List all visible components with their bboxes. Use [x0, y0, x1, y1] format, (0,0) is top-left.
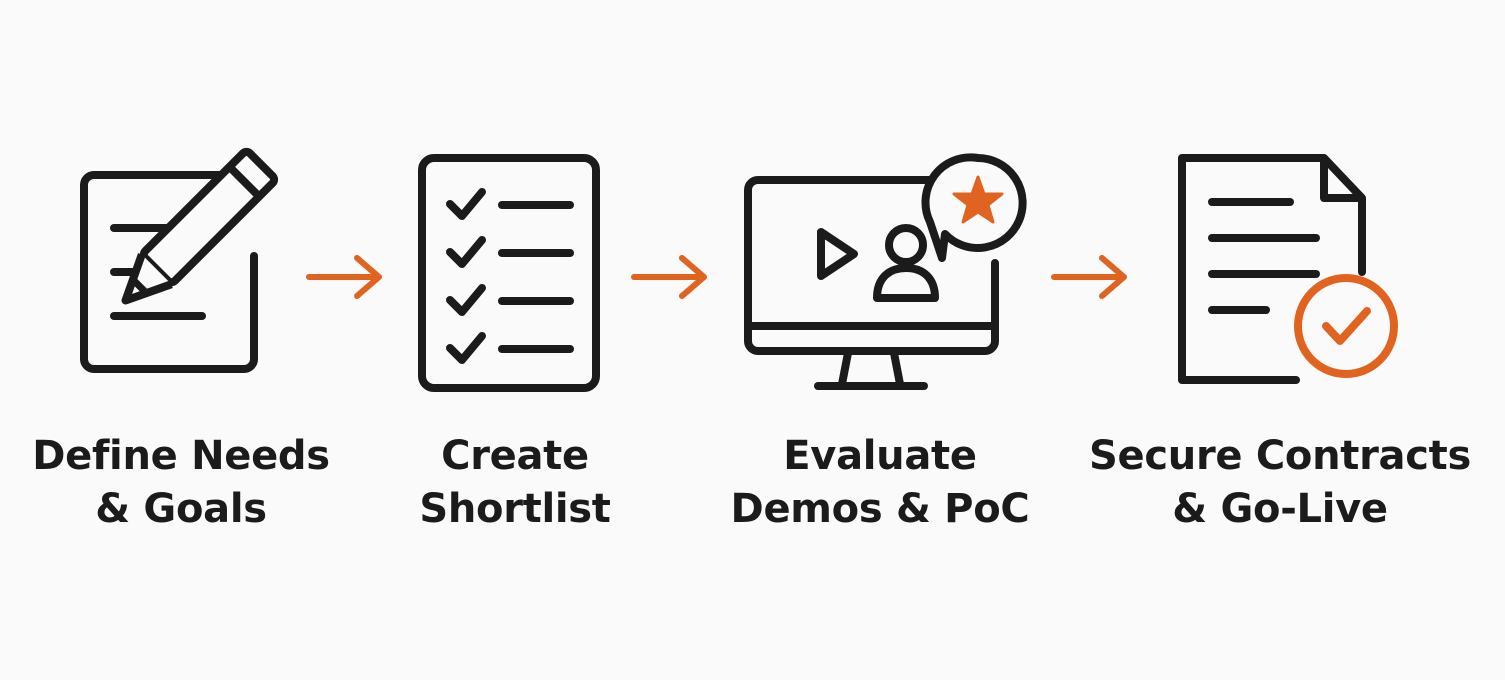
step-label-line: Define Needs — [32, 433, 330, 479]
step-label-line: Create — [441, 433, 589, 479]
monitor-demo-icon — [744, 153, 1027, 390]
checklist-icon — [418, 154, 600, 392]
arrow-right-icon — [1051, 255, 1127, 299]
step-label-secure-contracts: Secure Contracts & Go-Live — [1080, 430, 1480, 536]
step-label-line: Secure Contracts — [1089, 433, 1471, 479]
signed-contract-icon — [1178, 154, 1398, 384]
step-label-define-needs: Define Needs & Goals — [0, 430, 381, 536]
step-label-evaluate-demos: Evaluate Demos & PoC — [680, 430, 1080, 536]
step-label-line: Demos & PoC — [730, 486, 1030, 532]
step-label-line: Evaluate — [783, 433, 977, 479]
arrow-right-icon — [306, 255, 382, 299]
arrow-right-icon — [631, 255, 707, 299]
edit-document-icon — [80, 147, 279, 373]
step-label-create-shortlist: Create Shortlist — [315, 430, 715, 536]
step-label-line: & Go-Live — [1172, 486, 1388, 532]
step-label-line: Shortlist — [419, 486, 611, 532]
step-label-line: & Goals — [95, 486, 267, 532]
